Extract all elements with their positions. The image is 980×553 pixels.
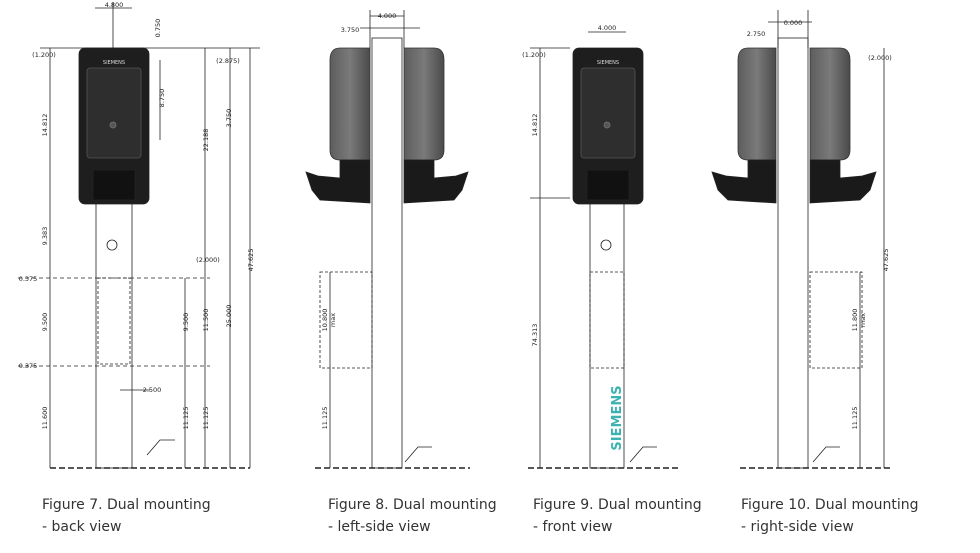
- dim-right-top: (2.000): [868, 54, 892, 62]
- mount-hole: [600, 239, 612, 251]
- figure-10-dimensions: 0.000 2.750 (2.000) 47.625 11.800 max 11…: [747, 19, 892, 429]
- right-charger-housing: [403, 47, 445, 161]
- dim-14812: 14.812: [531, 114, 539, 137]
- dim-11125: 11.125: [321, 407, 329, 430]
- figure-9-front-view: [528, 31, 680, 469]
- post: [95, 197, 133, 469]
- mounting-bracket: [97, 277, 131, 365]
- dim-top-width: 0.000: [784, 19, 803, 27]
- dim-11800: 11.800: [851, 309, 859, 332]
- mounting-drawings: SIEMENS 4.800 0.750 (1.200) (2.875) 14.8…: [18, 1, 892, 469]
- left-charger-housing: [329, 47, 371, 161]
- status-led: [109, 121, 117, 129]
- caption-title: Figure 8. Dual mounting: [328, 497, 497, 513]
- dim-47625: 47.625: [247, 249, 255, 272]
- dim-right-top: (2.875): [216, 57, 240, 65]
- mount-hole: [106, 239, 118, 251]
- caption-title: Figure 9. Dual mounting: [533, 497, 702, 513]
- right-holster: [403, 159, 469, 204]
- figure-8-dimensions: 4.000 3.750 10.800 max 11.125: [321, 12, 396, 429]
- caption-figure-8: Figure 8. Dual mounting - left-side view: [328, 494, 497, 538]
- dim-11600: 11.600: [41, 407, 49, 430]
- left-charger-housing: [737, 47, 777, 161]
- post-brand: SIEMENS: [610, 385, 625, 450]
- dim-11500: 11.500: [202, 309, 210, 332]
- dim-11125: 11.125: [851, 407, 859, 430]
- dim-14812: 14.812: [41, 114, 49, 137]
- right-charger-housing: [809, 47, 851, 161]
- dim-top-width: 4.800: [105, 1, 124, 9]
- left-holster: [711, 159, 777, 204]
- charger-face: [86, 67, 142, 159]
- charger-brand: SIEMENS: [597, 60, 619, 66]
- dim-22188: 22.188: [202, 129, 210, 152]
- dim-2000: (2.000): [196, 256, 220, 264]
- mounting-bracket: [319, 271, 373, 369]
- caption-title: Figure 10. Dual mounting: [741, 497, 919, 513]
- dim-0375a: 0.375: [19, 275, 38, 283]
- dim-left-top: (1.200): [32, 51, 56, 59]
- mounting-bracket: [809, 271, 863, 369]
- figure-9-text: SIEMENS SIEMENS 4.000 (1.200) 14.812 74.…: [522, 24, 625, 451]
- figure-7-dimensions: 4.800 0.750 (1.200) (2.875) 14.812 8.750…: [19, 1, 255, 429]
- dim-0375b: 0.375: [19, 362, 38, 370]
- dim-47625: 47.625: [882, 249, 890, 272]
- caption-subtitle: - front view: [533, 519, 613, 535]
- figure-8-left-side-view: [305, 10, 470, 469]
- post: [777, 37, 809, 469]
- dim-11125b: 11.125: [202, 407, 210, 430]
- dim-top-offset: 3.750: [341, 26, 360, 34]
- dim-left-top: (1.200): [522, 51, 546, 59]
- dim-11125a: 11.125: [182, 407, 190, 430]
- dim-top-offset: 0.750: [154, 19, 162, 38]
- dim-2500: 2.500: [143, 386, 162, 394]
- dim-25000: 25.000: [225, 305, 233, 328]
- dim-9383: 9.383: [41, 227, 49, 246]
- dim-11800-sub: max: [859, 313, 867, 327]
- cable-holster: [92, 169, 136, 201]
- post: [371, 37, 403, 469]
- dim-9500b: 9.500: [182, 313, 190, 332]
- charger-face: [580, 67, 636, 159]
- left-holster: [305, 159, 371, 204]
- caption-title: Figure 7. Dual mounting: [42, 497, 211, 513]
- caption-subtitle: - left-side view: [328, 519, 431, 535]
- cable-holster: [586, 169, 630, 201]
- status-led: [603, 121, 611, 129]
- dim-top-width: 4.000: [598, 24, 617, 32]
- dim-8750: 8.750: [158, 89, 166, 108]
- caption-figure-10: Figure 10. Dual mounting - right-side vi…: [741, 494, 919, 538]
- charger-brand: SIEMENS: [103, 60, 125, 66]
- figure-7-back-view: [18, 2, 260, 469]
- dim-top-width: 4.000: [378, 12, 397, 20]
- caption-subtitle: - right-side view: [741, 519, 854, 535]
- figure-10-right-side-view: [711, 10, 890, 469]
- dim-10800-sub: max: [329, 313, 337, 327]
- figure-7-brand: SIEMENS: [103, 60, 125, 66]
- caption-figure-9: Figure 9. Dual mounting - front view: [533, 494, 702, 538]
- caption-figure-7: Figure 7. Dual mounting - back view: [42, 494, 211, 538]
- dim-10800: 10.800: [321, 309, 329, 332]
- dim-top-offset: 2.750: [747, 30, 766, 38]
- dim-9500a: 9.500: [41, 313, 49, 332]
- mounting-bracket: [589, 271, 625, 369]
- right-holster: [809, 159, 877, 204]
- caption-subtitle: - back view: [42, 519, 122, 535]
- dim-3750: 3.750: [225, 109, 233, 128]
- dim-74313: 74.313: [531, 324, 539, 347]
